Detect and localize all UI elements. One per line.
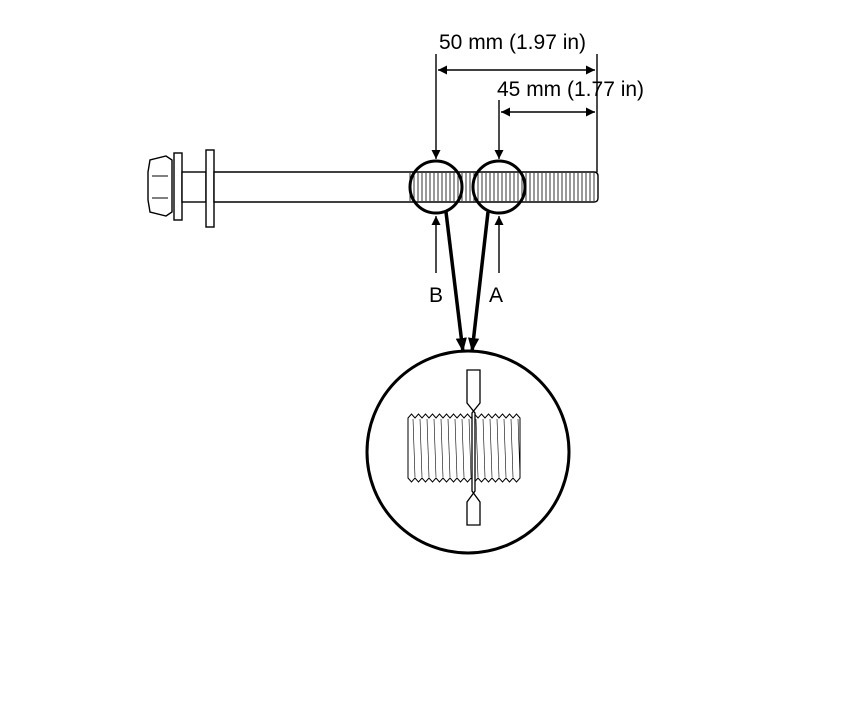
- point-label-b: B: [429, 284, 443, 307]
- thread-hatching: [409, 173, 595, 201]
- inspection-circle-b: [408, 159, 464, 215]
- dimension-label-inner: 45 mm (1.77 in): [497, 78, 644, 101]
- bolt-hex-head: [147, 155, 173, 217]
- bolt-flange: [173, 152, 183, 221]
- dimension-lines: [431, 54, 598, 273]
- washer: [205, 149, 215, 228]
- leader-arrows: [444, 211, 490, 353]
- bolt: [147, 149, 599, 228]
- dimension-label-outer: 50 mm (1.97 in): [439, 31, 586, 54]
- point-label-a: A: [489, 284, 503, 307]
- zoom-thread-section: [407, 413, 521, 483]
- zoom-detail: [365, 349, 571, 555]
- inspection-circle-a: [471, 159, 527, 215]
- stretch-gauge: [466, 369, 481, 526]
- bolt-shank: [213, 171, 599, 203]
